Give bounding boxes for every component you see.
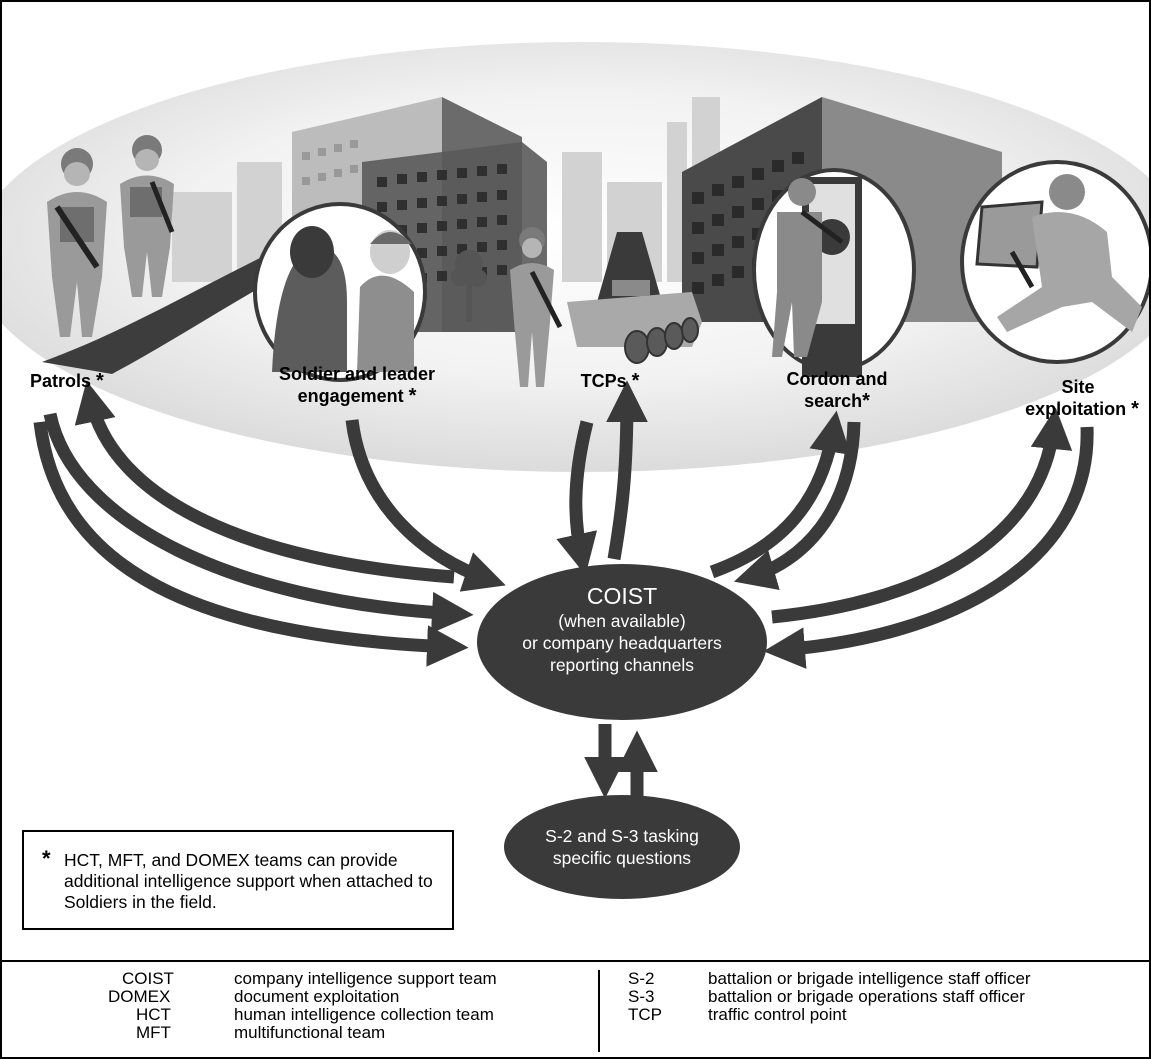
arrow-site-to-hub — [763, 426, 1094, 669]
tasking-ellipse — [504, 795, 740, 899]
legend-def: document exploitation — [234, 987, 400, 1006]
flow-arrows — [33, 380, 1094, 804]
legend-abbr: TCP — [628, 1005, 662, 1024]
label-tcps-text: TCPs — [580, 371, 627, 391]
legend-def: traffic control point — [708, 1005, 847, 1024]
legend-def: multifunctional team — [234, 1023, 386, 1042]
legend-def: human intelligence collection team — [234, 1005, 494, 1024]
hub-label: COIST (when available) or company headqu… — [472, 583, 772, 676]
hub-line2: or company headquarters — [522, 633, 722, 653]
arrow-patrols-to-hub-lower — [33, 421, 469, 667]
label-engagement: Soldier and leader engagement * — [252, 363, 462, 407]
tasking-line2: specific questions — [552, 848, 692, 868]
label-engagement-star: * — [408, 385, 417, 407]
label-cordon-search: Cordon and search* — [762, 368, 912, 412]
footnote-star: * — [42, 846, 51, 871]
footnote-text: HCT, MFT, and DOMEX teams can provide ad… — [64, 850, 433, 912]
patrol-soldiers-icon — [47, 135, 175, 337]
arrow-hub-to-site — [771, 407, 1073, 624]
hub-line1: (when available) — [558, 611, 686, 631]
arrow-cordon-to-hub — [734, 421, 861, 591]
label-tcps: TCPs * — [555, 370, 665, 392]
label-site-exploitation: Site exploitation * — [1012, 376, 1149, 420]
label-cordon-star: * — [862, 390, 870, 412]
label-patrols-text: Patrols — [30, 371, 92, 391]
label-cordon-line2: search — [804, 391, 863, 411]
label-site-line2: exploitation — [1025, 399, 1127, 419]
label-engagement-line1: Soldier and leader — [278, 364, 436, 384]
legend-abbr: DOMEX — [108, 987, 171, 1006]
hub-title: COIST — [586, 583, 658, 609]
label-cordon-line1: Cordon and — [786, 369, 888, 389]
arrow-hub-to-patrols — [74, 380, 455, 584]
vignette-cordon-search — [752, 168, 916, 377]
tasking-label: S-2 and S-3 tasking specific questions — [512, 825, 732, 869]
label-patrols: Patrols * — [30, 370, 104, 392]
label-site-line1: Site — [1061, 377, 1095, 397]
tasking-line1: S-2 and S-3 tasking — [545, 826, 699, 846]
arrow-patrols-to-hub-upper — [43, 412, 474, 634]
label-patrols-star: * — [96, 370, 104, 392]
vignette-engagement — [253, 202, 427, 382]
tcp-soldier-icon — [510, 227, 563, 387]
arrow-engagement-to-hub — [345, 419, 506, 592]
legend-def: company intelligence support team — [234, 969, 497, 988]
armored-vehicle-icon — [567, 280, 702, 364]
label-site-star: * — [1131, 398, 1139, 420]
legend-abbr: COIST — [122, 969, 174, 988]
vignette-site-exploitation — [960, 160, 1149, 364]
label-tcps-star: * — [631, 370, 640, 392]
arrow-tcp-to-hub — [556, 420, 598, 576]
hub-line3: reporting channels — [550, 655, 694, 675]
legend-abbr: MFT — [136, 1023, 171, 1042]
label-engagement-line2: engagement — [297, 386, 404, 406]
legend-column-separator — [598, 970, 600, 1052]
legend-abbr: S-3 — [628, 987, 655, 1006]
hub-ellipse — [477, 564, 767, 720]
road — [42, 257, 302, 374]
tree-icon — [451, 250, 487, 322]
arrow-hub-to-tcp — [606, 380, 648, 561]
legend-abbr: S-2 — [628, 969, 655, 988]
legend-divider — [2, 960, 1149, 962]
footnote-box: * HCT, MFT, and DOMEX teams can provide … — [22, 830, 454, 930]
legend-abbr: HCT — [136, 1005, 171, 1024]
legend-def: battalion or brigade intelligence staff … — [708, 969, 1031, 988]
legend-def: battalion or brigade operations staff of… — [708, 987, 1025, 1006]
